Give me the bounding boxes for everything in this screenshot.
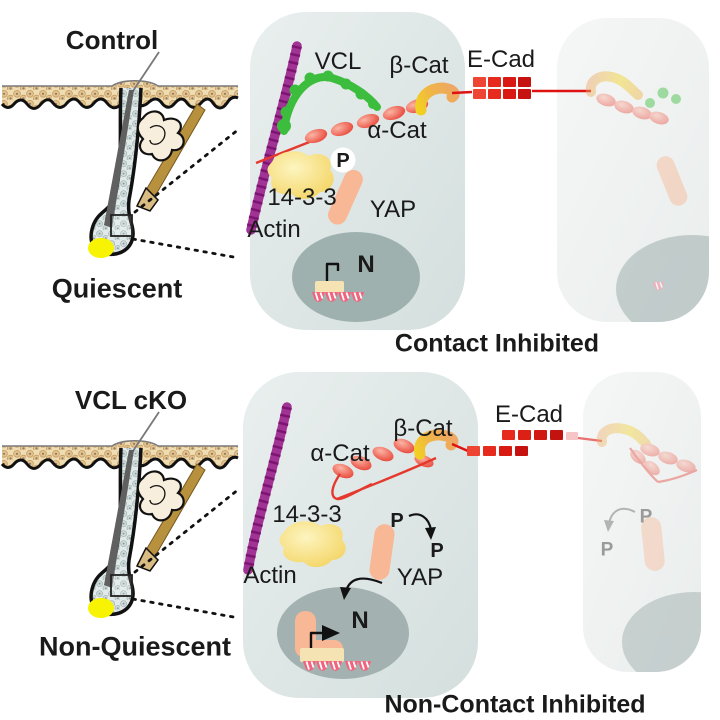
follicle-illustration-vcl-cko: [0, 410, 241, 620]
yap-protein: [328, 169, 363, 225]
phospho-badge: [330, 147, 356, 173]
fourteen-three-three-label: 14-3-3: [267, 184, 337, 211]
yap-to-nucleus-arrow: [340, 577, 383, 600]
phosphate-release-arrow: [408, 513, 436, 540]
contact-inhibited-cell: [246, 12, 709, 330]
yap-protein: [369, 524, 395, 580]
follicle-illustration-control: [0, 50, 241, 260]
alpha-catenin-folded-loop: [331, 438, 437, 501]
gene-promoter: [300, 648, 344, 662]
follicle-state-non-quiescent: Non-Quiescent: [38, 631, 232, 662]
alpha-catenin-label: α-Cat: [310, 440, 370, 467]
phospho-released-label: P: [430, 540, 444, 562]
nucleus: [292, 232, 420, 322]
beta-catenin-label: β-Cat: [393, 415, 453, 442]
beta-catenin: [414, 429, 459, 460]
actin-filament: [246, 41, 302, 235]
alpha-catenin-label: α-Cat: [367, 117, 427, 144]
phospho-faded-on-label: P: [639, 506, 653, 528]
actin-filament: [243, 402, 292, 575]
e-cadherin-label: E-Cad: [466, 46, 536, 73]
caption-contact-inhibited: Contact Inhibited: [394, 329, 600, 358]
nucleus-label: N: [351, 607, 369, 634]
actin-label: Actin: [247, 216, 301, 243]
fourteen-three-three-protein: [279, 521, 346, 568]
active-transcription-arrow: [309, 631, 322, 655]
neighbor-cell-contents: [596, 423, 701, 672]
phospho-on-label: P: [390, 510, 404, 532]
neighbor-cell-contents: [585, 71, 709, 322]
fourteen-three-three-label: 14-3-3: [272, 501, 342, 528]
vcl-label: VCL: [314, 48, 362, 75]
e-cadherin-label: E-Cad: [494, 401, 564, 428]
blocked-transcription-arrow: [325, 262, 340, 283]
transcription-arrowhead: [322, 625, 340, 641]
vcl-protein: [277, 70, 381, 135]
nucleus: [277, 587, 409, 679]
e-cadherin-junction-broken: [451, 430, 603, 456]
phospho-label: P: [336, 150, 350, 172]
yap-label: YAP: [396, 564, 444, 591]
alpha-catenin-chain: [255, 98, 429, 165]
follicle-state-quiescent: Quiescent: [51, 273, 183, 304]
beta-catenin-label: β-Cat: [389, 52, 449, 79]
caption-non-contact-inhibited: Non-Contact Inhibited: [384, 690, 646, 719]
yap-label: YAP: [369, 196, 417, 223]
follicle-title-vcl-cko: VCL cKO: [74, 385, 188, 415]
actin-label: Actin: [243, 562, 297, 589]
non-contact-inhibited-cell: [243, 372, 701, 698]
neighbor-cell-membrane: [583, 372, 701, 672]
nucleus-label: N: [357, 251, 375, 278]
phospho-faded-released-label: P: [600, 539, 614, 561]
fourteen-three-three-protein: [267, 151, 334, 200]
e-cadherin-junction: [451, 77, 591, 99]
follicle-title-control: Control: [65, 25, 159, 55]
gene-promoter: [315, 281, 344, 293]
